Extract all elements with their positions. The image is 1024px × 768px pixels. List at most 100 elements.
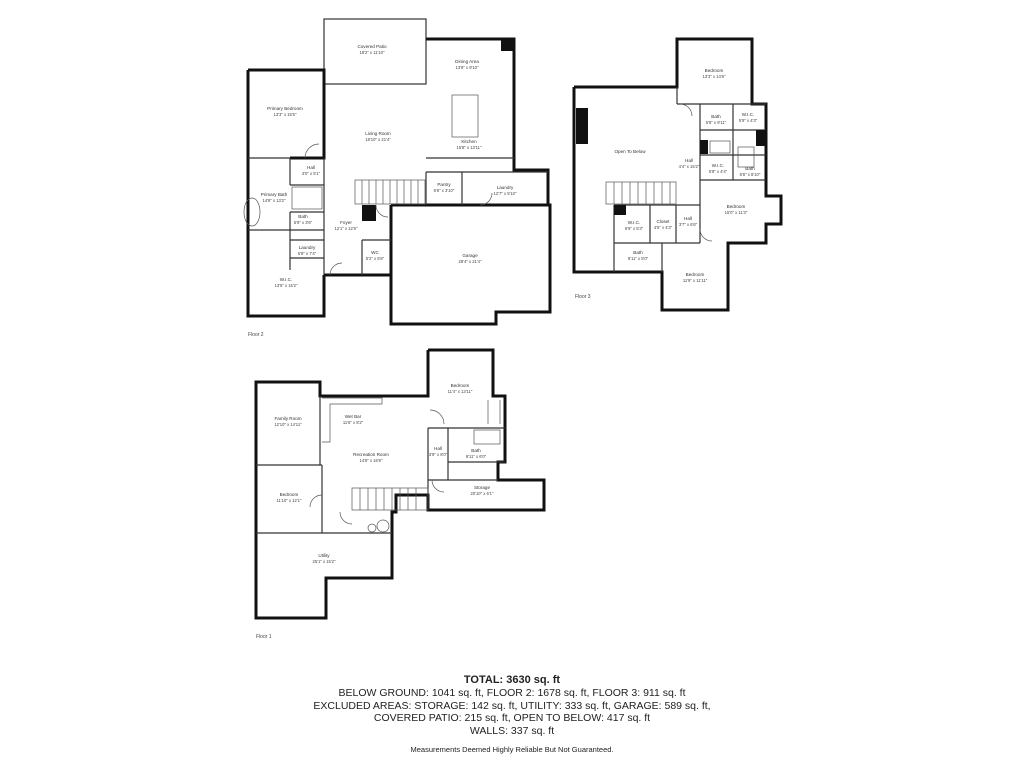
f3-hall-dim: 4'4" x 15'2" bbox=[679, 164, 700, 169]
laundry-upper-dim: 12'7" x 5'10" bbox=[494, 191, 517, 196]
floor-2-wall-bedroom-top bbox=[248, 68, 326, 85]
f3-bedroom-right-dim: 15'0" x 11'3" bbox=[725, 210, 748, 215]
disclaimer: Measurements Deemed Highly Reliable But … bbox=[410, 745, 614, 755]
f3-bath-a-dim: 5'8" x 8'11" bbox=[706, 120, 727, 125]
wet-bar-counter bbox=[322, 397, 383, 443]
covered-patio-outline bbox=[323, 18, 427, 85]
stairs-floor-1 bbox=[351, 487, 429, 511]
fireplace bbox=[576, 108, 588, 144]
floor-2-wall-patio-west bbox=[290, 85, 326, 160]
f3-bedroom-bottom-name: Bedroom bbox=[686, 272, 705, 277]
garage-dim: 28'4" x 21'4" bbox=[459, 259, 482, 264]
shower bbox=[709, 140, 731, 154]
f3-bedroom-right-name: Bedroom bbox=[727, 204, 746, 209]
shower bbox=[473, 429, 501, 445]
covered-patio-dim: 18'2" x 11'10" bbox=[360, 50, 385, 55]
total-area: TOTAL: 3630 sq. ft bbox=[463, 674, 561, 686]
floor-1-label: Floor 1 bbox=[256, 634, 272, 640]
pantry-dim: 6'6" x 3'10" bbox=[434, 188, 455, 193]
primary-bath-name: Primary Bath bbox=[261, 192, 288, 197]
f3-wic-a-name: W.I.C. bbox=[742, 112, 755, 117]
shower bbox=[737, 146, 755, 168]
covered-patio-name: Covered Patio bbox=[357, 44, 387, 49]
excluded-areas: EXCLUDED AREAS: STORAGE: 142 sq. ft, UTI… bbox=[313, 699, 711, 712]
utility-fixture bbox=[367, 523, 377, 533]
floor-2-label: Floor 2 bbox=[248, 332, 264, 338]
dining-area-dim: 13'8" x 9'10" bbox=[456, 65, 479, 70]
wall-column bbox=[501, 39, 514, 51]
stairs-floor-2 bbox=[354, 179, 426, 205]
living-room-name: Living Room bbox=[365, 131, 391, 136]
f3-bath-b-dim: 5'6" x 8'10" bbox=[740, 172, 761, 177]
wic-dim: 13'5" x 15'2" bbox=[275, 283, 298, 288]
family-room-dim: 12'10" x 14'11" bbox=[274, 422, 302, 427]
f3-wic-c-dim: 6'9" x 5'3" bbox=[625, 226, 644, 231]
walls-area: WALLS: 337 sq. ft bbox=[469, 724, 555, 737]
closet-doors bbox=[487, 400, 501, 424]
f3-wic-b-name: W.I.C. bbox=[712, 163, 725, 168]
kitchen-island bbox=[451, 94, 479, 138]
shower bbox=[291, 186, 323, 210]
kitchen-dim: 15'8" x 13'11" bbox=[457, 145, 482, 150]
f1-bedroom-top-name: Bedroom bbox=[451, 383, 470, 388]
f3-bath-b-name: Bath bbox=[745, 166, 755, 171]
utility-dim: 25'1" x 15'2" bbox=[313, 559, 336, 564]
garage-wall bbox=[389, 203, 552, 326]
door-swing bbox=[309, 494, 323, 508]
f3-bedroom-top-dim: 13'3" x 14'6" bbox=[703, 74, 726, 79]
wet-bar-dim: 11'6" x 8'2" bbox=[343, 420, 364, 425]
excluded-areas-cont: COVERED PATIO: 215 sq. ft, OPEN TO BELOW… bbox=[373, 712, 651, 725]
f3-hall-small-dim: 3'7" x 6'6" bbox=[679, 222, 698, 227]
foyer-dim: 12'1" x 12'5" bbox=[335, 226, 358, 231]
floor-2-plan: Covered Patio 18'2" x 11'10" Dining Area… bbox=[243, 18, 552, 338]
f3-wic-b-dim: 5'8" x 4'4" bbox=[709, 169, 728, 174]
primary-bedroom-name: Primary Bedroom bbox=[267, 106, 303, 111]
living-room-dim: 18'10" x 21'4" bbox=[365, 137, 391, 142]
door-swing bbox=[375, 204, 389, 218]
f1-hall-dim: 3'9" x 8'0" bbox=[429, 452, 448, 457]
laundry-upper-name: Laundry bbox=[497, 185, 514, 190]
area-totals: TOTAL: 3630 sq. ft BELOW GROUND: 1041 sq… bbox=[0, 674, 1024, 754]
hall-name: Hall bbox=[307, 165, 315, 170]
primary-bath-dim: 14'8" x 13'2" bbox=[263, 198, 286, 203]
f3-closet-dim: 4'5" x 4'3" bbox=[654, 225, 673, 230]
door-swing bbox=[304, 143, 320, 159]
wic-name: W.I.C. bbox=[280, 277, 293, 282]
door-swing bbox=[679, 103, 693, 117]
recreation-room-dim: 14'8" x 16'6" bbox=[360, 458, 383, 463]
bath-dim: 5'9" x 3'6" bbox=[294, 220, 313, 225]
f3-bath-a-name: Bath bbox=[711, 114, 721, 119]
storage-dim: 20'10" x 6'1" bbox=[471, 491, 494, 496]
foyer-name: Foyer bbox=[340, 220, 352, 225]
f3-bath-c-dim: 8'11" x 5'0" bbox=[628, 256, 649, 261]
door-swing bbox=[429, 409, 445, 425]
floor-2-wall-west bbox=[246, 70, 326, 318]
door-swing bbox=[699, 228, 713, 242]
utility-name: Utility bbox=[318, 553, 330, 558]
f1-bedroom-left-dim: 11'10" x 12'1" bbox=[277, 498, 302, 503]
f3-bath-c-name: Bath bbox=[633, 250, 643, 255]
wc-dim: 5'2" x 5'6" bbox=[366, 256, 385, 261]
water-heater bbox=[376, 519, 390, 533]
floor-areas: BELOW GROUND: 1041 sq. ft, FLOOR 2: 1678… bbox=[338, 687, 686, 699]
primary-bedroom-dim: 13'3" x 15'5" bbox=[274, 112, 297, 117]
floor-2-outer-wall-east bbox=[426, 37, 550, 205]
f1-hall-name: Hall bbox=[434, 446, 442, 451]
door-swing bbox=[339, 511, 353, 525]
f3-bedroom-top-name: Bedroom bbox=[705, 68, 724, 73]
storage-name: Storage bbox=[474, 485, 491, 490]
f1-bath-dim: 8'11" x 6'0" bbox=[466, 454, 487, 459]
bath-name: Bath bbox=[298, 214, 308, 219]
door-swing bbox=[329, 262, 343, 276]
dining-area-name: Dining Area bbox=[455, 59, 479, 64]
kitchen-name: Kitchen bbox=[461, 139, 477, 144]
laundry-lower-name: Laundry bbox=[299, 245, 316, 250]
laundry-lower-dim: 5'8" x 7'4" bbox=[298, 251, 317, 256]
recreation-room-name: Recreation Room bbox=[353, 452, 389, 457]
hall-dim: 4'0" x 5'1" bbox=[302, 171, 321, 176]
floor-1-outer-wall bbox=[254, 348, 546, 620]
stairs-floor-3 bbox=[605, 181, 677, 205]
wall-column bbox=[614, 205, 626, 215]
f1-bath-name: Bath bbox=[471, 448, 481, 453]
f3-hall-small-name: Hall bbox=[684, 216, 692, 221]
